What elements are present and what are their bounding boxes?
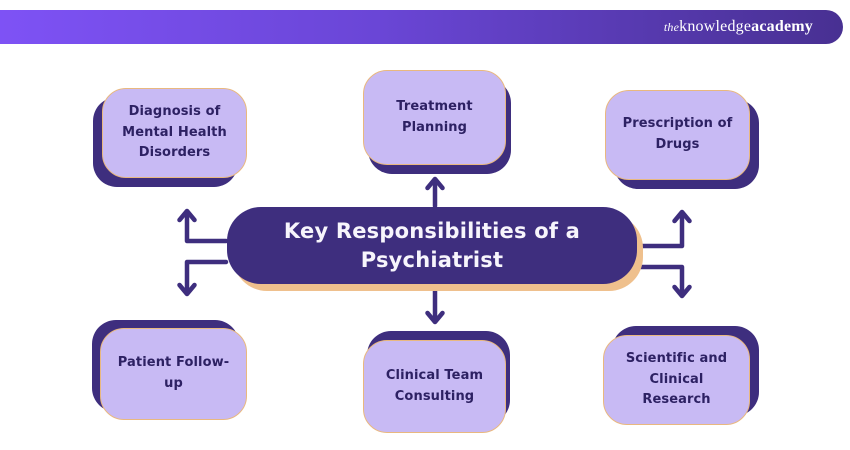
node-label: Patient Follow-up — [117, 355, 230, 391]
center-node-key-responsibilities: Key Responsibilities of a Psychiatrist — [227, 207, 637, 284]
node-diagnosis-of-mental-health-disorders: Diagnosis of Mental Health Disorders — [102, 88, 247, 178]
arrow-center-to-top-right — [638, 209, 692, 249]
center-node-label: Key Responsibilities of a Psychiatrist — [283, 219, 581, 272]
node-clinical-team-consulting: Clinical Team Consulting — [363, 340, 506, 433]
node-prescription-of-drugs: Prescription of Drugs — [605, 90, 750, 180]
arrow-center-to-top — [425, 176, 445, 209]
logo-word-knowledge: knowledge — [679, 18, 752, 35]
node-treatment-planning: Treatment Planning — [363, 70, 506, 165]
node-label: Diagnosis of Mental Health Disorders — [122, 103, 227, 161]
logo-prefix: the — [663, 20, 680, 34]
node-scientific-and-clinical-research: Scientific and Clinical Research — [603, 335, 750, 425]
node-label: Scientific and Clinical Research — [625, 350, 728, 408]
node-label: Clinical Team Consulting — [385, 367, 484, 404]
arrow-center-to-bottom-left — [177, 259, 229, 297]
node-patient-follow-up: Patient Follow-up — [100, 328, 247, 420]
node-label: Treatment Planning — [396, 98, 473, 135]
arrow-center-to-top-left — [177, 208, 229, 244]
arrow-center-to-bottom — [425, 288, 445, 325]
arrow-center-to-bottom-right — [638, 264, 692, 299]
header-bar: theknowledgeacademy — [0, 10, 843, 44]
logo-word-academy: academy — [751, 18, 813, 35]
knowledge-academy-logo: theknowledgeacademy — [664, 18, 813, 36]
node-label: Prescription of Drugs — [622, 116, 733, 152]
